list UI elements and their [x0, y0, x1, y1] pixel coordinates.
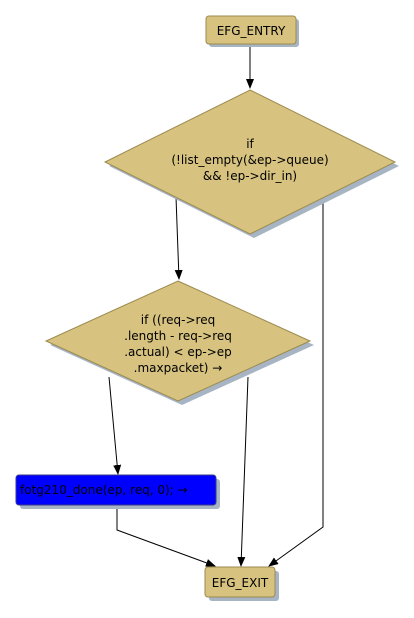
decision-node-2: if ((req->req .length - req->req .actual…	[44, 280, 314, 405]
edge-decision2-to-call	[108, 376, 122, 475]
exit-node-box	[204, 566, 276, 598]
exit-node-label: EFG_EXIT	[212, 576, 269, 590]
decision-node-1-line-3: && !ep->dir_in)	[203, 169, 297, 183]
edge-decision2-to-exit	[237, 376, 249, 567]
decision-node-2-shape	[44, 280, 312, 402]
entry-node: EFG_ENTRY	[205, 15, 299, 47]
decision-node-1-line-2: (!list_empty(&ep->queue)	[171, 153, 328, 167]
decision-node-1: if (!list_empty(&ep->queue) && !ep->dir_…	[103, 89, 399, 238]
call-node-box	[15, 474, 217, 506]
decision-node-2-line-3: .actual) < ep->ep	[124, 345, 232, 359]
decision-node-1-shape	[103, 89, 397, 235]
decision-node-2-line-4: .maxpacket) →	[134, 361, 223, 375]
call-node-label: fotg210_done(ep, req, 0); →	[20, 483, 188, 497]
decision-node-2-line-2: .length - req->req	[124, 329, 232, 343]
entry-node-box	[205, 15, 297, 45]
edge-call-to-exit	[116, 507, 216, 567]
entry-node-label: EFG_ENTRY	[217, 24, 286, 38]
edge-decision1-to-decision2	[174, 196, 183, 280]
exit-node: EFG_EXIT	[204, 566, 279, 601]
edge-decision1-to-exit	[268, 197, 324, 567]
call-node: fotg210_done(ep, req, 0); →	[15, 474, 220, 509]
edges	[108, 45, 324, 567]
decision-node-2-line-1: if ((req->req	[141, 313, 215, 327]
decision-node-1-line-1: if	[246, 137, 254, 151]
